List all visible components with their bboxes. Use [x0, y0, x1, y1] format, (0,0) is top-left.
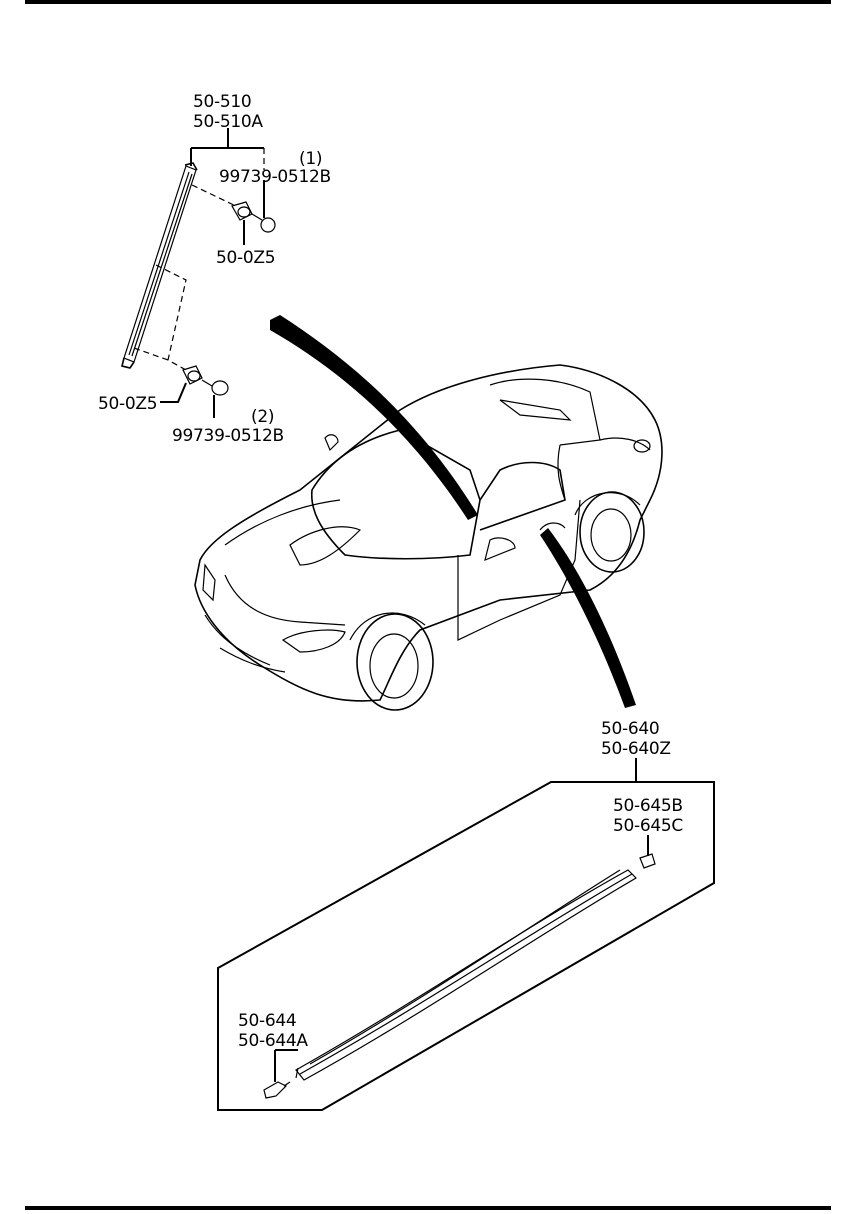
assembly-line-lower — [155, 264, 187, 371]
belt-molding-part — [295, 869, 637, 1081]
screw-upper-label: 99739-0512B — [219, 167, 331, 187]
window-weatherstrip-part — [121, 162, 198, 369]
end-cap-front-label-2: 50-644A — [238, 1031, 308, 1051]
screw-lower-index: (2) — [251, 407, 274, 427]
weatherstrip-leader — [190, 128, 265, 170]
end-cap-rear-label-1: 50-645B — [613, 796, 683, 816]
belt-molding-inset-box — [217, 758, 715, 1111]
end-cap-front-part — [263, 1049, 298, 1099]
clip-upper-part — [231, 180, 276, 245]
end-cap-front-label-1: 50-644 — [238, 1011, 296, 1031]
bottom-border-rule — [25, 1206, 831, 1210]
belt-molding-label-2: 50-640Z — [601, 739, 671, 759]
assembly-line-lower-2 — [133, 347, 169, 361]
weatherstrip-part-label-1: 50-510 — [193, 92, 251, 112]
screw-upper-index: (1) — [299, 149, 322, 169]
pointer-arrow-lower — [540, 528, 636, 708]
pointer-arrow-upper — [270, 315, 478, 520]
clip-upper-label: 50-0Z5 — [216, 248, 275, 268]
clip-lower-label: 50-0Z5 — [98, 394, 157, 414]
car-illustration — [194, 364, 663, 711]
end-cap-rear-label-2: 50-645C — [613, 816, 683, 836]
assembly-line-upper — [191, 184, 241, 209]
end-cap-rear-part — [639, 835, 656, 869]
screw-lower-label: 99739-0512B — [172, 426, 284, 446]
clip-lower-part — [160, 365, 229, 418]
top-border-rule — [25, 0, 831, 4]
belt-molding-label-1: 50-640 — [601, 719, 659, 739]
weatherstrip-part-label-2: 50-510A — [193, 112, 263, 132]
